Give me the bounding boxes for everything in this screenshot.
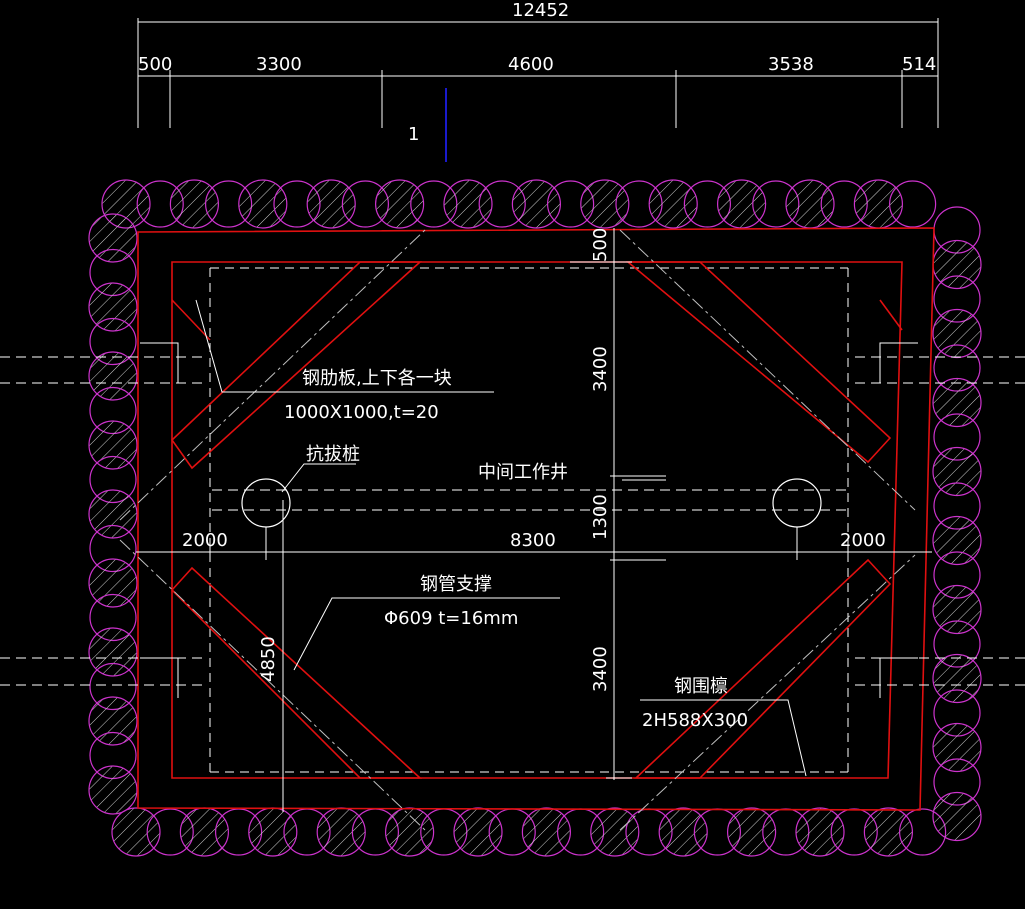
secant-pile [932,722,982,773]
secant-pile [932,377,982,428]
secant-pile [88,627,138,677]
secant-pile [443,179,493,229]
secant-pile [932,446,982,497]
leader-steel-pipe [293,597,560,671]
secant-pile [238,179,288,229]
secant-pile [248,807,298,857]
secant-pile [785,179,835,229]
brace-centerline-tr [619,229,916,511]
secant-pile [863,807,914,857]
secant-pile [521,807,572,857]
pipe-stub-left-bottom [140,657,179,698]
dim-v3400-bottom-text: 3400 [590,646,611,692]
dim-v3400-top-text: 3400 [590,346,611,392]
dim-3538-text: 3538 [768,54,814,75]
dim-4600-text: 4600 [508,54,554,75]
steel-waler-spec: 2H588X300 [642,710,748,731]
corner-braces [170,261,903,779]
secant-pile [932,515,982,566]
secant-pile [169,179,219,229]
secant-pile [853,179,904,229]
secant-pile [385,807,435,857]
dim-v4850-text: 4850 [258,636,279,682]
secant-pile [453,807,503,857]
leader-rib-plate [195,299,494,393]
uplift-pile-right [772,478,822,528]
secant-pile [932,308,982,359]
outer-waler-outline [137,227,935,811]
dim-h2000-left-text: 2000 [182,530,228,551]
secant-pile [932,584,982,635]
secant-pile [375,179,425,229]
section-marker-number: 1 [408,124,419,145]
secant-pile [648,179,698,229]
secant-pile [932,239,982,290]
brace-bottom-right [633,558,892,779]
secant-pile [88,420,138,470]
dim-h8300-text: 8300 [510,530,556,551]
dim-h2000-right-text: 2000 [840,530,886,551]
leader-lines [195,299,807,777]
secant-pile [88,282,138,332]
brace-top-right-plate [879,299,903,331]
secant-pile [179,807,229,857]
secant-pile [658,807,708,857]
secant-pile [88,696,138,746]
pipe-stub-right-bottom [879,657,918,698]
uplift-piles [241,478,822,528]
brace-centerline-tl [119,229,426,521]
secant-pile [88,489,138,539]
secant-pile [316,807,366,857]
dim-overall-text: 12452 [512,0,569,21]
dim-514-text: 514 [902,54,936,75]
secant-pile [580,179,630,229]
secant-pile [716,179,767,229]
dim-500-text: 500 [138,54,172,75]
brace-top-right [625,261,892,464]
secant-pile [88,765,138,815]
pipe-stubs [140,342,918,698]
dimension-lines [136,18,939,812]
uplift-pile-label: 抗拔桩 [306,444,360,465]
crossing-pipelines [0,356,1025,686]
brace-top-left-plate [171,299,211,341]
secant-pile [590,807,640,857]
secant-pile [795,807,845,857]
secant-pile [726,807,777,857]
secant-pile [88,351,138,401]
dim-v500-text: 500 [590,228,611,262]
dim-v1300-text: 1300 [590,494,611,540]
brace-centerlines [119,229,916,831]
inner-dashed-boundary [209,267,849,773]
brace-bottom-left [170,566,423,779]
leader-steel-waler [640,699,807,777]
secant-pile [511,179,562,229]
secant-pile [88,213,138,263]
middle-shaft-label: 中间工作井 [478,462,568,483]
secant-pile [932,791,982,842]
rib-plate-spec: 1000X1000,t=20 [284,402,439,423]
steel-pipe-brace-title: 钢管支撑 [420,574,492,595]
secant-pile [111,807,161,857]
brace-centerline-br [619,554,916,831]
pipe-stub-right-top [879,342,918,383]
leader-uplift-pile [281,463,356,493]
secant-pile [306,179,356,229]
secant-pile-wall [88,179,982,857]
dim-3300-text: 3300 [256,54,302,75]
steel-waler-title: 钢围檩 [674,676,728,697]
secant-pile [88,558,138,608]
secant-pile [888,180,937,228]
secant-pile [932,653,982,704]
brace-centerline-bl [119,539,426,831]
rib-plate-title: 钢肋板,上下各一块 [302,368,452,389]
pipe-stub-left-top [140,342,179,383]
brace-top-left [170,261,423,470]
steel-pipe-brace-spec: Φ609 t=16mm [384,608,518,629]
